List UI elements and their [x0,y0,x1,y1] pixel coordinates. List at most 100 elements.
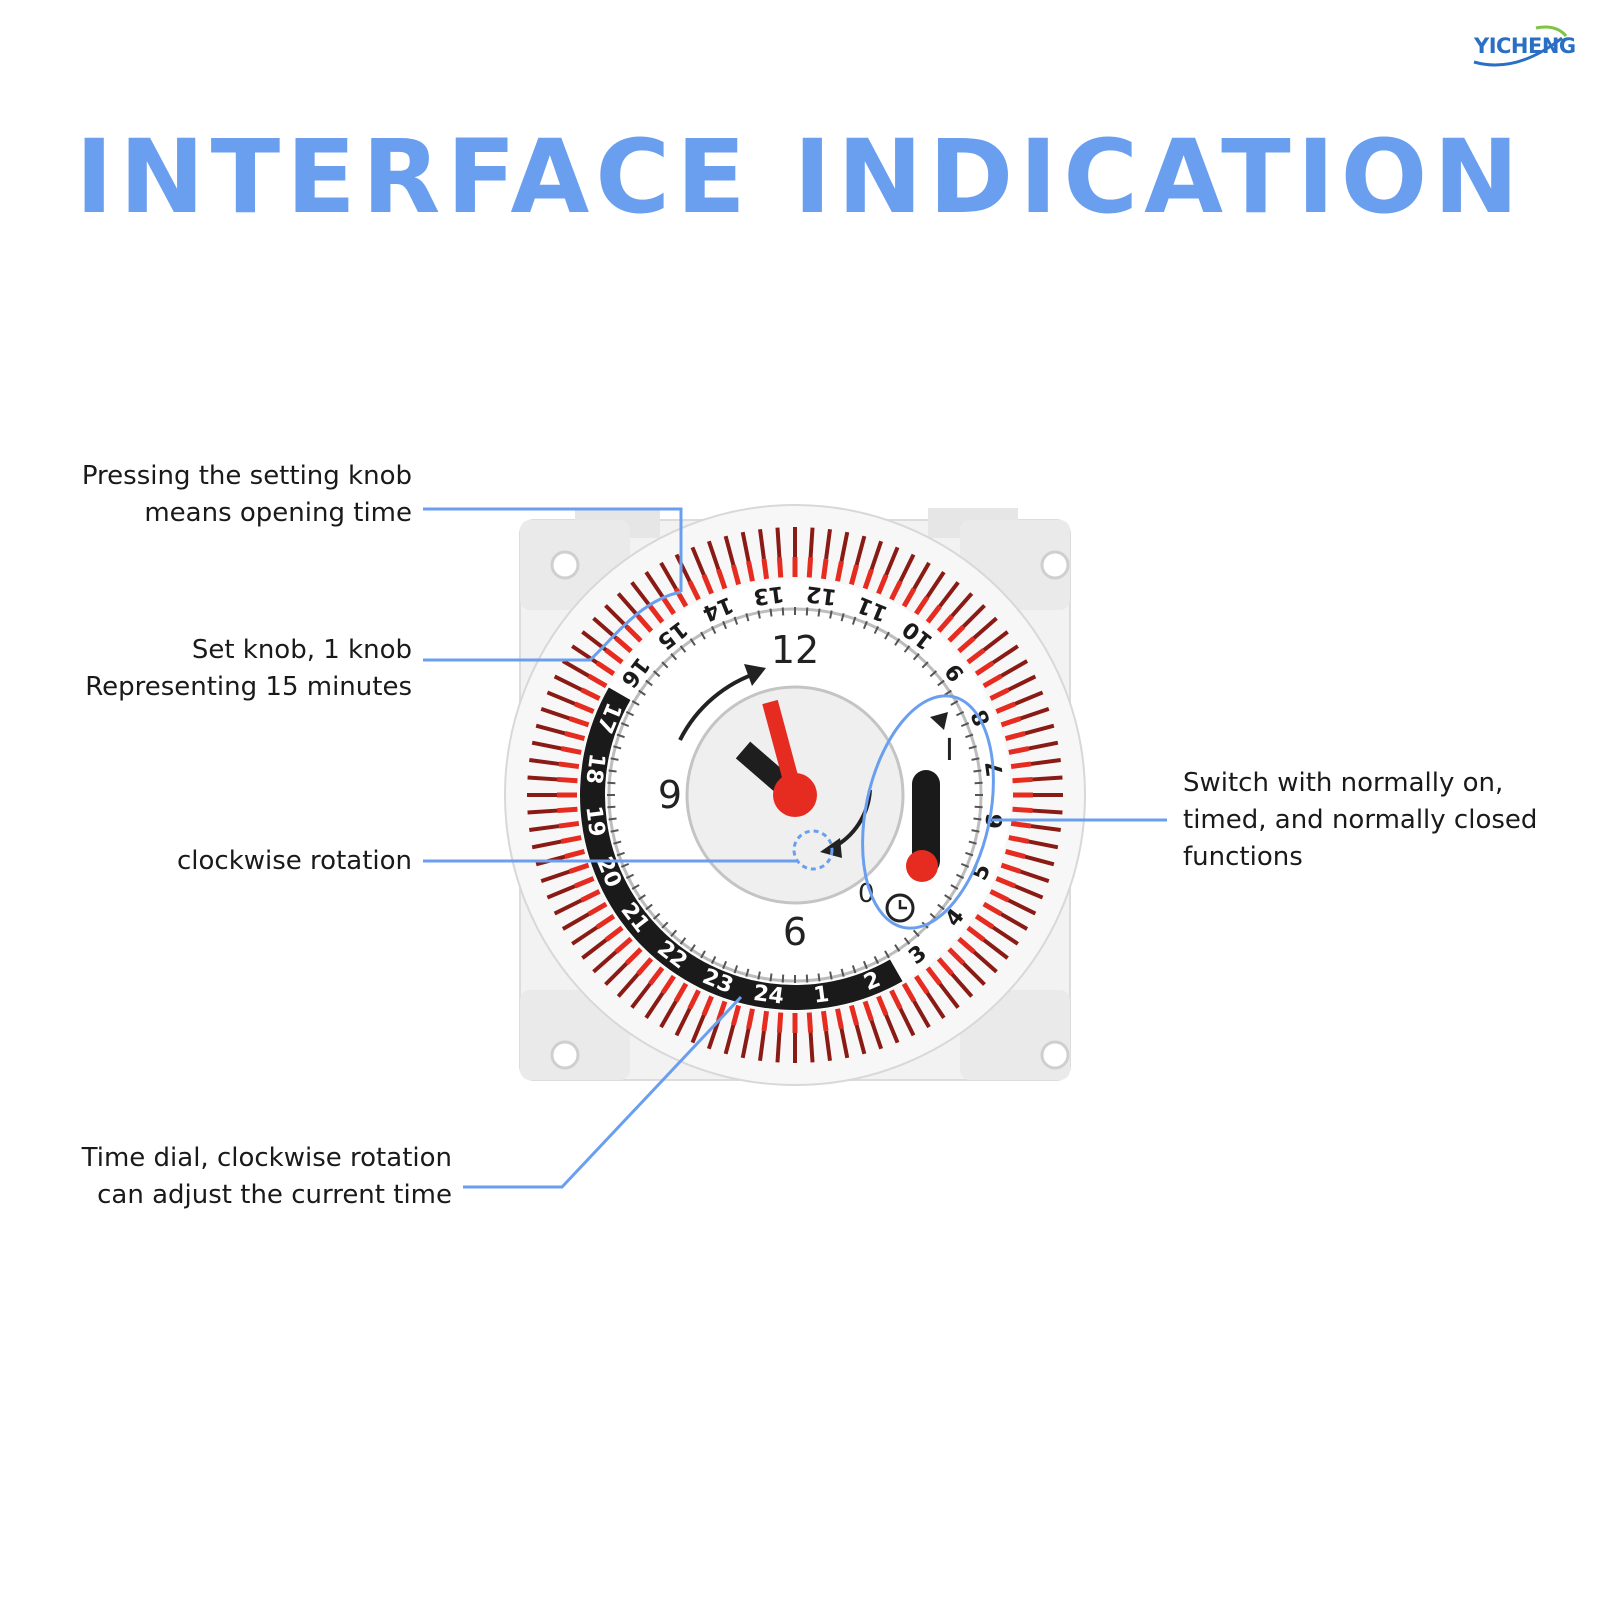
setting-knob[interactable] [889,989,903,1010]
setting-knob[interactable] [876,574,889,595]
setting-knob[interactable] [673,982,689,1003]
setting-knob[interactable] [776,1012,784,1033]
setting-knob[interactable] [574,701,595,714]
setting-knob[interactable] [648,604,665,624]
setting-knob[interactable] [914,595,930,616]
setting-knob[interactable] [636,957,654,976]
setting-knob[interactable] [862,1000,874,1022]
setting-knob[interactable] [604,925,624,942]
setting-knob[interactable] [660,974,676,995]
setting-knob[interactable] [835,1008,844,1029]
setting-knob[interactable] [561,746,582,755]
setting-knob[interactable] [595,914,616,930]
setting-knob[interactable] [624,624,643,643]
setting-knob[interactable] [587,673,608,689]
setting-knob[interactable] [982,673,1003,689]
setting-knob-slot [706,1019,721,1050]
setting-knob[interactable] [568,862,590,874]
arrow-left-icon [820,838,842,858]
setting-knob[interactable] [746,561,755,582]
setting-knob[interactable] [1000,862,1022,874]
setting-knob[interactable] [989,687,1010,701]
switch-lever[interactable] [906,850,938,882]
setting-knob[interactable] [820,1010,829,1032]
setting-knob[interactable] [1008,746,1029,755]
setting-knob[interactable] [761,558,770,580]
setting-knob[interactable] [849,1004,860,1026]
setting-knob[interactable] [580,687,601,701]
setting-knob[interactable] [564,849,586,860]
setting-knob[interactable] [957,636,976,654]
setting-knob[interactable] [701,995,714,1016]
setting-knob[interactable] [1004,849,1026,860]
setting-knob-ring[interactable] [527,527,1063,1063]
setting-knob[interactable] [1012,806,1033,814]
setting-knob[interactable] [595,660,616,676]
setting-knob[interactable] [901,587,917,608]
setting-knob[interactable] [936,614,954,633]
setting-knob[interactable] [716,568,728,590]
setting-knob[interactable] [982,901,1003,917]
setting-knob[interactable] [901,982,917,1003]
setting-knob[interactable] [966,925,986,942]
setting-knob[interactable] [701,574,714,595]
mode-switch[interactable]: I 0 [858,712,954,923]
setting-knob[interactable] [1010,761,1032,770]
setting-knob[interactable] [876,995,889,1016]
setting-knob[interactable] [730,564,741,586]
setting-knob[interactable] [925,604,942,624]
callout-set-knob: Set knob, 1 knob Representing 15 minutes [85,632,412,706]
setting-knob[interactable] [862,568,874,590]
setting-knob[interactable] [974,914,995,930]
setting-knob[interactable] [849,564,860,586]
setting-knob[interactable] [730,1004,741,1026]
setting-knob[interactable] [557,776,578,784]
setting-knob[interactable] [648,966,665,986]
setting-knob[interactable] [558,761,580,770]
setting-knob[interactable] [580,889,601,903]
setting-knob[interactable] [558,820,580,829]
setting-knob[interactable] [947,624,966,643]
setting-knob[interactable] [746,1008,755,1029]
setting-knob[interactable] [687,580,701,601]
setting-knob[interactable] [889,580,903,601]
setting-knob[interactable] [835,561,844,582]
setting-knob[interactable] [820,558,829,580]
setting-knob[interactable] [716,1000,728,1022]
setting-knob[interactable] [568,716,590,728]
setting-knob[interactable] [614,936,633,954]
setting-knob[interactable] [1000,716,1022,728]
setting-knob[interactable] [974,660,995,676]
setting-knob[interactable] [936,957,954,976]
setting-knob[interactable] [1012,776,1033,784]
setting-knob[interactable] [604,648,624,665]
setting-knob[interactable] [587,901,608,917]
setting-knob[interactable] [624,947,643,966]
setting-knob[interactable] [561,835,582,844]
setting-knob[interactable] [1004,730,1026,741]
setting-knob[interactable] [989,889,1010,903]
setting-knob[interactable] [806,1012,814,1033]
setting-knob[interactable] [966,648,986,665]
setting-knob[interactable] [660,595,676,616]
minute-tick [610,757,619,761]
setting-knob[interactable] [995,701,1016,714]
setting-knob[interactable] [564,730,586,741]
setting-knob[interactable] [995,876,1016,889]
setting-knob[interactable] [687,989,701,1010]
setting-knob[interactable] [947,947,966,966]
setting-knob[interactable] [925,966,942,986]
setting-knob[interactable] [914,974,930,995]
mounting-hole [1040,550,1070,580]
setting-knob[interactable] [1008,835,1029,844]
setting-knob[interactable] [574,876,595,889]
callout-lines [423,507,1167,1189]
setting-knob[interactable] [557,806,578,814]
setting-knob[interactable] [636,614,654,633]
setting-knob[interactable] [1010,820,1032,829]
setting-knob[interactable] [806,557,814,578]
setting-knob[interactable] [761,1010,770,1032]
setting-knob[interactable] [776,557,784,578]
setting-knob[interactable] [957,936,976,954]
setting-knob[interactable] [614,636,633,654]
